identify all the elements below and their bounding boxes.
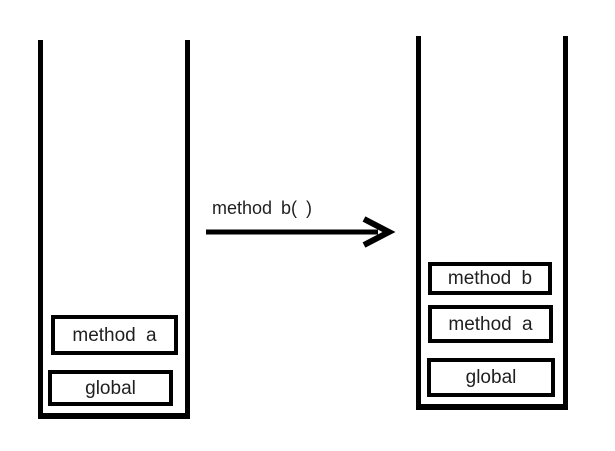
call-stack-left — [38, 40, 190, 419]
frame-label: method b — [447, 268, 533, 289]
stack-frame-method-b-right: method b — [428, 262, 552, 295]
stack-frame-method-a-left: method a — [51, 315, 178, 355]
call-stack-right — [416, 36, 568, 410]
frame-label: method a — [448, 313, 533, 335]
frame-label: global — [85, 377, 136, 399]
frame-label: global — [465, 367, 517, 388]
stack-frame-global-right: global — [427, 358, 555, 397]
stack-frame-global-left: global — [48, 370, 173, 406]
arrow-label: method b( ) — [212, 198, 313, 218]
frame-label: method a — [72, 324, 157, 346]
stack-frame-method-a-right: method a — [428, 305, 553, 343]
right-arrow-icon — [206, 216, 396, 248]
